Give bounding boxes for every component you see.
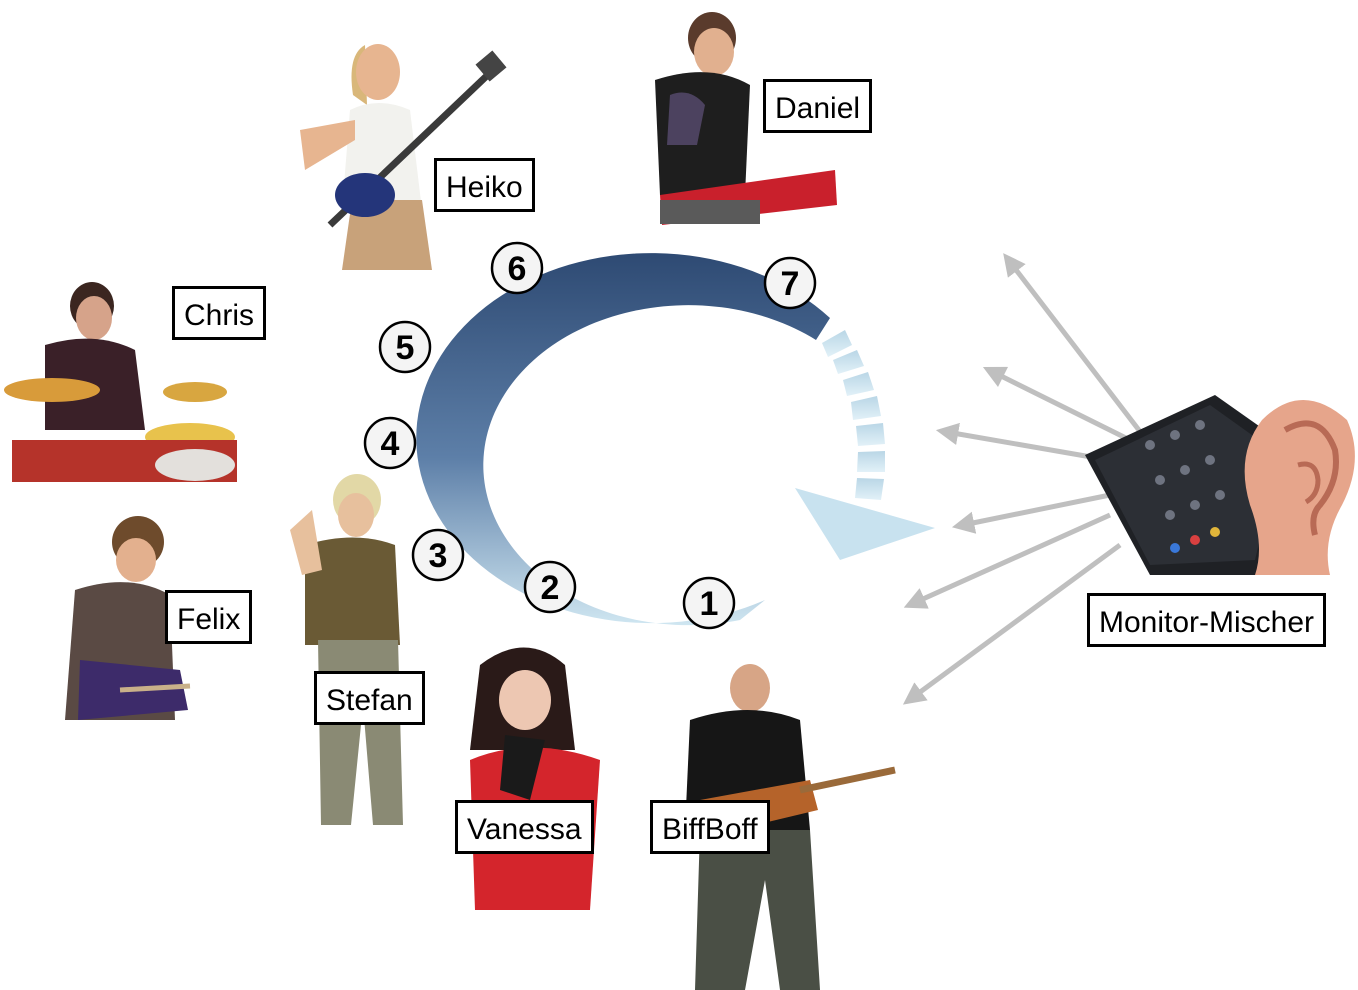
signal-arrow-4	[951, 492, 1111, 534]
step-marker-circle	[523, 560, 577, 614]
step-marker-circle	[363, 416, 417, 470]
chris-photo	[4, 282, 237, 482]
step-marker-number: 3	[429, 537, 448, 575]
member-label-heiko: Heiko	[434, 158, 535, 212]
step-marker-2: 2	[523, 560, 577, 614]
step-marker-circle	[378, 320, 432, 374]
step-marker-number: 4	[381, 425, 400, 463]
member-label-daniel: Daniel	[763, 79, 873, 133]
signal-arrow-1	[1003, 253, 1147, 440]
step-marker-number: 6	[508, 250, 527, 288]
step-marker-circle	[763, 256, 817, 310]
signal-arrow-5	[903, 512, 1112, 609]
step-marker-number: 1	[700, 585, 719, 623]
signal-arrow-2	[982, 366, 1142, 448]
step-marker-4: 4	[363, 416, 417, 470]
felix-photo	[65, 516, 191, 720]
step-marker-number: 7	[781, 265, 800, 303]
mixing-desk-icon	[1085, 395, 1300, 575]
heiko-photo	[300, 44, 507, 270]
step-marker-circle	[682, 576, 736, 630]
step-marker-1: 1	[682, 576, 736, 630]
step-marker-number: 5	[396, 329, 415, 367]
step-marker-5: 5	[378, 320, 432, 374]
step-marker-7: 7	[763, 256, 817, 310]
vanessa-photo	[470, 647, 600, 910]
cycle-arrow-dashed-tail	[822, 330, 885, 500]
step-marker-circle	[490, 241, 544, 295]
step-markers: 1 2 3 4 5 6 7	[363, 241, 817, 630]
member-label-biffboff: BiffBoff	[650, 800, 770, 854]
member-label-chris: Chris	[172, 286, 267, 340]
cycle-arrow	[416, 253, 935, 626]
cycle-arrowhead	[795, 488, 935, 560]
member-label-vanessa: Vanessa	[455, 800, 594, 854]
step-marker-6: 6	[490, 241, 544, 295]
ear-icon	[1244, 400, 1355, 575]
step-marker-circle	[411, 528, 465, 582]
signal-arrow-6	[902, 542, 1122, 705]
step-marker-3: 3	[411, 528, 465, 582]
step-marker-number: 2	[541, 569, 560, 607]
stefan-photo	[290, 474, 403, 825]
cycle-arrow-body	[416, 253, 830, 626]
daniel-photo	[655, 12, 837, 225]
member-label-felix: Felix	[165, 590, 253, 644]
mixer-label: Monitor-Mischer	[1087, 593, 1327, 647]
member-label-stefan: Stefan	[314, 671, 425, 725]
